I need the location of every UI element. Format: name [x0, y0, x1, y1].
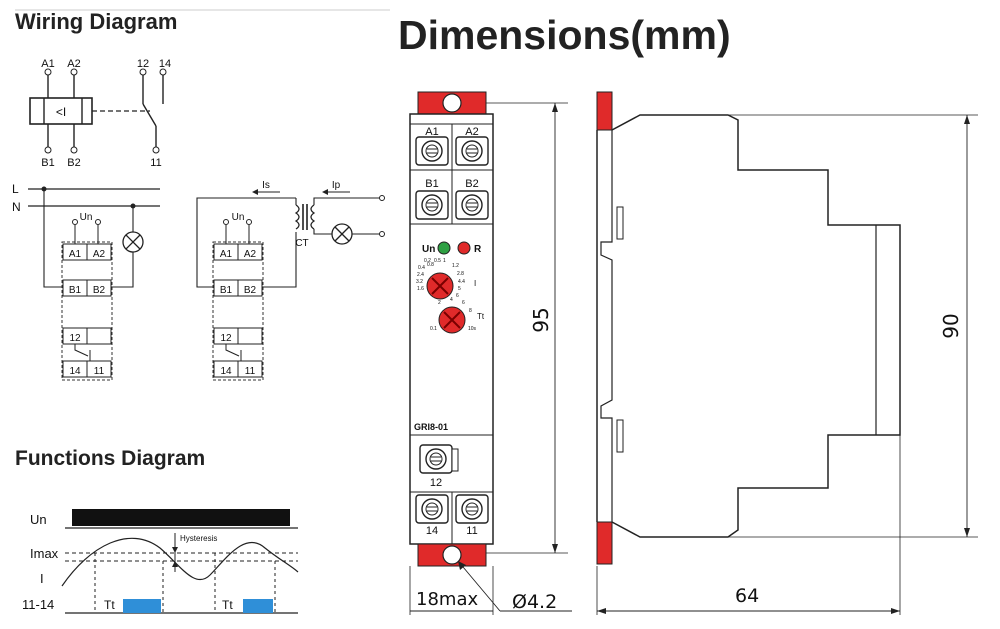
functions-diagram: Functions Diagram Un Imax I 11-14 Hyster…: [15, 447, 299, 614]
contact-12: 12: [137, 58, 149, 70]
circuit-ct: Un A1 A2 B1 B2 12 14 11: [196, 180, 385, 381]
front-a2: A2: [465, 126, 478, 138]
k2-5: 10s: [468, 326, 477, 332]
c1-b2: B2: [93, 285, 106, 296]
c2-b1: B1: [220, 285, 233, 296]
output-pulse-2: [243, 599, 273, 613]
k1-5: 4.4: [458, 279, 465, 285]
un-label-2: Un: [232, 212, 245, 223]
row-imax-label: Imax: [30, 546, 59, 561]
dim-18max: 18max: [416, 589, 478, 610]
tt-label-1: Tt: [104, 598, 115, 612]
c2-b2: B2: [244, 285, 257, 296]
k2-1: 4: [450, 297, 453, 303]
c2-12: 12: [220, 333, 232, 344]
k1-3: 1.2: [452, 263, 459, 269]
wiring-diagram: Wiring Diagram <I A1 A2 B1 B2: [12, 9, 390, 381]
relay-symbol: <I A1 A2 B1 B2 12 14 11: [29, 58, 171, 169]
c2-11: 11: [245, 366, 256, 377]
front-b2: B2: [465, 178, 478, 190]
front-a1: A1: [425, 126, 438, 138]
current-curve: [61, 537, 299, 587]
dim-hole: Ø4.2: [512, 591, 557, 613]
row-i-label: I: [40, 571, 44, 586]
front-11: 11: [466, 525, 477, 537]
front-view: A1 A2 B1 B2 Un R 0.2 0.5 1 1.2 2.8 4.4 5…: [409, 91, 494, 567]
k1-6: 5: [458, 286, 461, 292]
line-l-label: L: [12, 182, 19, 196]
c1-14: 14: [69, 366, 81, 377]
front-b1: B1: [425, 178, 438, 190]
led-r: [457, 241, 471, 255]
contact-14: 14: [159, 58, 171, 70]
k1-1: 0.5: [434, 258, 441, 264]
ip-label: Ip: [332, 180, 341, 191]
un-label-1: Un: [80, 212, 93, 223]
wiring-title: Wiring Diagram: [15, 9, 177, 34]
term-a1: A1: [41, 58, 54, 70]
k1-7: 6: [456, 293, 459, 299]
c1-12: 12: [69, 333, 81, 344]
front-14: 14: [426, 525, 438, 537]
front-12: 12: [430, 477, 442, 489]
hysteresis-label: Hysteresis: [180, 534, 217, 543]
tt-label-2: Tt: [222, 598, 233, 612]
term-b2: B2: [67, 157, 80, 169]
c1-a2: A2: [93, 249, 106, 260]
k2-0: 2: [438, 300, 441, 306]
k1-8: 3.2: [416, 279, 423, 285]
c2-a2: A2: [244, 249, 257, 260]
term-a2: A2: [67, 58, 80, 70]
k1-4: 2.8: [457, 271, 464, 277]
k1-10: 1.6: [417, 286, 424, 292]
ct-label: CT: [295, 238, 308, 249]
functions-title: Functions Diagram: [15, 447, 205, 470]
dim-95: 95: [529, 307, 553, 332]
dim-90: 90: [939, 313, 963, 338]
model-label: GRI8-01: [414, 422, 448, 432]
c2-a1: A1: [220, 249, 233, 260]
c1-b1: B1: [69, 285, 82, 296]
c1-a1: A1: [69, 249, 82, 260]
sensor-symbol: <I: [56, 105, 66, 119]
k2-4: 0.1: [430, 326, 437, 332]
led-un-label: Un: [422, 244, 435, 255]
dimensions-drawing: Dimensions(mm) A1 A2 B1 B2 Un R: [398, 12, 978, 615]
k2-2: 6: [462, 300, 465, 306]
c2-14: 14: [220, 366, 232, 377]
k1-9: 2.4: [417, 272, 424, 278]
side-view: [596, 91, 901, 565]
led-r-label: R: [474, 244, 482, 255]
line-n-label: N: [12, 200, 21, 214]
un-bar: [72, 509, 290, 526]
k1-11: 0.4: [418, 265, 425, 271]
knob-tt-label: Tt: [477, 312, 485, 321]
output-pulse-1: [123, 599, 161, 613]
k2-3: 8: [469, 308, 472, 314]
is-label: Is: [262, 180, 270, 191]
row-out-label: 11-14: [22, 597, 54, 612]
k1-0: 0.2: [424, 258, 431, 264]
contact-11: 11: [150, 157, 161, 169]
dimensions-title: Dimensions(mm): [398, 12, 731, 58]
dim-64: 64: [735, 585, 759, 607]
led-un: [437, 241, 451, 255]
knob-i-label: I: [474, 279, 476, 288]
k1-12: 0.8: [427, 262, 434, 268]
term-b1: B1: [41, 157, 54, 169]
c1-11: 11: [94, 366, 105, 377]
k1-2: 1: [443, 258, 446, 264]
row-un-label: Un: [30, 512, 47, 527]
circuit-direct: Un A1 A2 B1 B2 12 14 11: [43, 189, 144, 381]
